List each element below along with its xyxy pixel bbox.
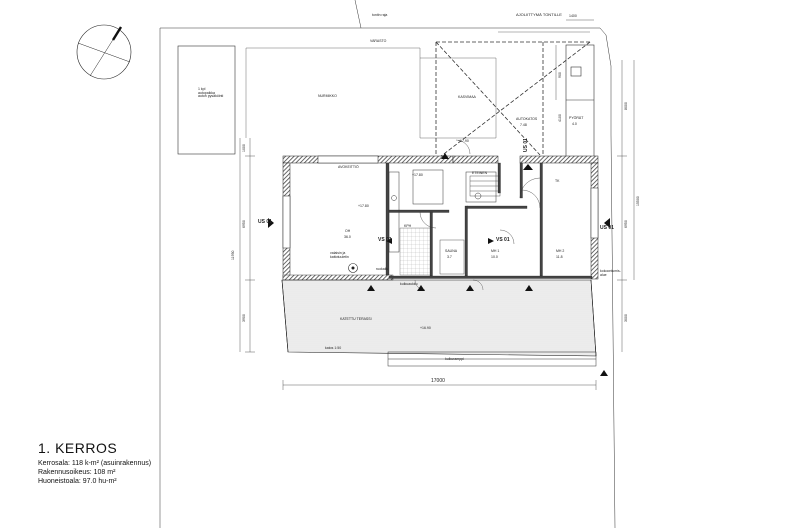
room-label-mh2: MH 2: [556, 249, 565, 253]
windows: [282, 155, 599, 249]
note-valaisin: valaisin ja kattotuuletin: [330, 251, 349, 259]
room-area-mh2: 11.8: [556, 255, 563, 259]
note-ruokailu: ruokailu: [376, 267, 389, 271]
section-us01-left: US 01: [258, 219, 272, 225]
zone-label-nurmikko: NURMIKKO: [318, 94, 337, 98]
dim-left-3: 11950: [231, 250, 235, 260]
plot-boundary: [159, 0, 616, 528]
covered-terrace: [281, 279, 597, 357]
room-area-mh1: 10.0: [491, 255, 498, 259]
dim-right-2: 15500: [636, 196, 640, 206]
ramp-note: kulkuramppi: [445, 357, 464, 361]
bike-label: PYÖRÄT: [569, 116, 584, 120]
dimension-lines: [239, 19, 635, 390]
dim-right-3: 6950: [624, 220, 628, 228]
driveway-label: AJOLIITTYMÄ TONTILLE: [516, 12, 562, 17]
carport-label: AUTOKATOS: [516, 117, 538, 121]
room-label-sauna: SAUNA: [445, 249, 458, 253]
section-markers: [268, 153, 610, 376]
dim-right-4: 3000: [624, 314, 628, 322]
section-vs01-b: VS 01: [496, 237, 510, 243]
terrace-label: KATETTU TERASSI: [340, 317, 372, 321]
room-area-oh: 36.0: [344, 235, 351, 239]
dim-carport-2: 4100: [558, 114, 562, 122]
title-block: 1. KERROS Kerrosala: 118 k-m² (asuinrake…: [38, 440, 151, 486]
interior-walls: [385, 162, 593, 279]
level-mark-4: +16.90: [420, 326, 431, 330]
section-us01-top: US 01: [523, 138, 529, 152]
entry-steps: [387, 351, 597, 367]
level-mark-1: +17.90: [458, 139, 469, 143]
room-label-tk: TK: [555, 179, 560, 183]
area-line-2: Rakennusoikeus: 108 m²: [38, 469, 116, 476]
room-area-sauna: 3.7: [447, 255, 452, 259]
parking-note: 1 kpl autopaikka auton pysäköinti: [198, 87, 224, 98]
level-mark-2: +17.80: [412, 173, 423, 177]
zone-label-varasto: VARASTO: [370, 39, 387, 43]
dim-left-4: 3900: [242, 314, 246, 322]
drawing-title: 1. KERROS: [38, 440, 118, 456]
carport-area: 7.48: [520, 123, 527, 127]
zone-label-kasvimaa: KASVIMAA: [458, 95, 476, 99]
north-arrow-icon: [76, 24, 132, 80]
bike-area: 4.0: [572, 122, 577, 126]
dim-left-2: 6950: [242, 220, 246, 228]
level-mark-3: +17.80: [358, 204, 369, 208]
area-line-1: Kerrosala: 118 k-m² (asuinrakennus): [38, 460, 152, 467]
kitchen-counter: [388, 169, 497, 253]
dim-top-right: 1400: [569, 14, 577, 18]
plot-border-label: tontin raja: [372, 13, 388, 17]
exterior-walls: [282, 155, 599, 281]
dim-overall-width: 17000: [431, 378, 445, 384]
terrace-note: katos 1:50: [325, 346, 342, 350]
room-label-oh: OH: [345, 229, 351, 233]
dim-carport-1: 900: [558, 72, 562, 78]
room-label-kph: KPH: [404, 224, 412, 228]
section-us01-right: US 01: [600, 225, 614, 231]
yard-zones: [245, 31, 590, 139]
stair: [469, 175, 501, 197]
room-label-kitchen: AVOKEITTIÖ: [338, 165, 359, 169]
stove-icon: [348, 263, 358, 273]
parking-space: [177, 45, 236, 155]
note-kulkuaukko: kulkuaukko: [400, 282, 418, 286]
room-label-eteinen: ETEINEN: [472, 171, 488, 175]
note-asuntoala: kokoontumis- alue: [600, 269, 621, 277]
dim-right-1: 8000: [624, 102, 628, 110]
wet-room-floor: [399, 227, 465, 276]
dim-left-1: 1000: [242, 144, 246, 152]
area-line-3: Huoneistoala: 97.0 hu-m²: [38, 478, 117, 485]
carport-outline: [435, 41, 591, 161]
bike-storage: [565, 44, 595, 159]
room-label-mh1: MH 1: [491, 249, 500, 253]
section-vs01-a: VS 01: [378, 237, 392, 243]
